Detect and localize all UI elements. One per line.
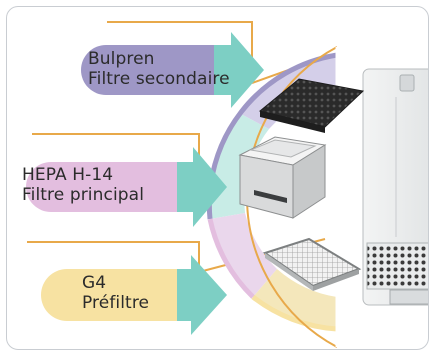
arrow-hepa [26,147,227,227]
hepa-label: HEPA H-14 Filtre principal [22,165,144,205]
bulpren-filter-image [258,78,365,133]
bulpren-role: Filtre secondaire [88,69,230,89]
diagram-frame: Bulpren Filtre secondaire HEPA H-14 Filt… [6,6,429,350]
hepa-filter-image [238,136,327,219]
bulpren-name: Bulpren [88,49,155,69]
purifier-cabinet [362,68,428,306]
diagram-canvas [26,21,428,348]
g4-name: G4 [82,273,107,293]
arrow-bulpren [81,32,264,108]
hepa-name: HEPA H-14 [22,165,114,185]
arrow-g4 [41,255,227,335]
g4-role: Préfiltre [82,293,150,313]
g4-label: G4 Préfiltre [82,273,149,313]
g4-filter-image [262,237,362,291]
bulpren-label: Bulpren Filtre secondaire [88,49,230,89]
hepa-role: Filtre principal [22,185,145,205]
